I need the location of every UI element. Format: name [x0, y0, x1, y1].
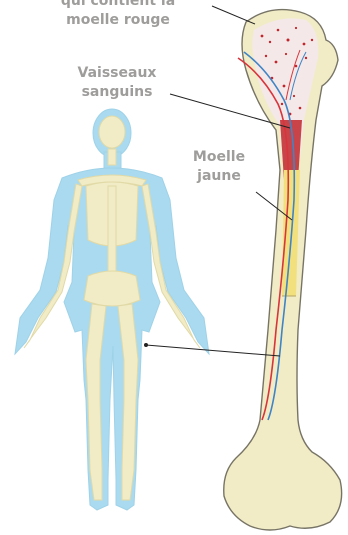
yellow-marrow-label-line1: Moelle	[176, 148, 262, 167]
red-marrow-pointer	[212, 6, 255, 24]
femur-location-pointer	[146, 345, 280, 356]
red-marrow-label-line2: moelle rouge	[52, 11, 184, 30]
yellow-marrow-label: Moelle jaune	[176, 148, 262, 186]
red-marrow-label-line1: qui contient la	[52, 0, 184, 11]
red-marrow-label: qui contient la moelle rouge	[52, 0, 184, 30]
blood-vessels-label: Vaisseaux sanguins	[62, 64, 172, 102]
blood-vessels-label-line1: Vaisseaux	[62, 64, 172, 83]
yellow-marrow-label-line2: jaune	[176, 167, 262, 186]
blood-vessels-label-line2: sanguins	[62, 83, 172, 102]
femur-location-dot	[144, 343, 148, 347]
